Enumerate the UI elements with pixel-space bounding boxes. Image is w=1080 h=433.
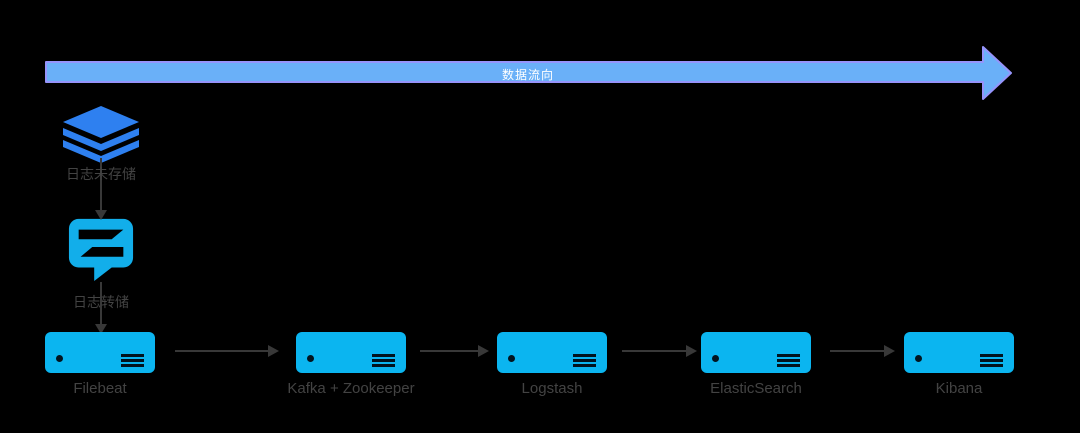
server-icon bbox=[45, 332, 155, 373]
log-dump-label: 日志转储 bbox=[73, 294, 129, 310]
right-arrow-connector bbox=[830, 345, 895, 357]
arrowhead-down-icon bbox=[95, 324, 107, 334]
pipeline-node-kafka-zookeeper: Kafka + Zookeeper bbox=[287, 332, 415, 397]
arrowhead-right-icon bbox=[884, 345, 895, 357]
power-dot-icon bbox=[712, 355, 719, 362]
chat-bubble-icon bbox=[68, 218, 134, 282]
power-dot-icon bbox=[307, 355, 314, 362]
flow-banner-label: 数据流向 bbox=[501, 68, 554, 82]
right-arrow-connector bbox=[420, 345, 489, 357]
vent-line-icon bbox=[372, 354, 395, 357]
server-icon bbox=[296, 332, 406, 373]
pipeline-node-filebeat: Filebeat bbox=[45, 332, 155, 397]
vent-line-icon bbox=[372, 364, 395, 367]
arrowhead-right-icon bbox=[478, 345, 489, 357]
pipeline-node-elasticsearch: ElasticSearch bbox=[701, 332, 811, 397]
vent-line-icon bbox=[777, 354, 800, 357]
power-dot-icon bbox=[915, 355, 922, 362]
server-icon bbox=[701, 332, 811, 373]
pipeline-node-logstash: Logstash bbox=[497, 332, 607, 397]
vent-line-icon bbox=[573, 354, 596, 357]
arrowhead-right-icon bbox=[686, 345, 697, 357]
server-icon bbox=[904, 332, 1014, 373]
down-arrow-connector bbox=[95, 282, 107, 334]
vent-line-icon bbox=[372, 359, 395, 362]
vent-line-icon bbox=[777, 364, 800, 367]
vent-line-icon bbox=[980, 364, 1003, 367]
node-label: ElasticSearch bbox=[710, 380, 802, 397]
vent-line-icon bbox=[573, 364, 596, 367]
data-flow-banner: 数据流向 bbox=[45, 45, 1015, 103]
layers-icon bbox=[63, 106, 139, 163]
vent-line-icon bbox=[121, 354, 144, 357]
vent-line-icon bbox=[980, 354, 1003, 357]
flow-arrow-shape bbox=[45, 46, 1012, 100]
power-dot-icon bbox=[508, 355, 515, 362]
node-label: Filebeat bbox=[73, 380, 127, 397]
vent-line-icon bbox=[777, 359, 800, 362]
vent-line-icon bbox=[121, 359, 144, 362]
server-icon bbox=[497, 332, 607, 373]
right-arrow-connector bbox=[175, 345, 279, 357]
vent-line-icon bbox=[980, 359, 1003, 362]
power-dot-icon bbox=[56, 355, 63, 362]
arrowhead-right-icon bbox=[268, 345, 279, 357]
down-arrow-connector bbox=[95, 158, 107, 220]
right-arrow-connector bbox=[622, 345, 697, 357]
pipeline-node-kibana: Kibana bbox=[904, 332, 1014, 397]
node-label: Logstash bbox=[521, 380, 583, 397]
vent-line-icon bbox=[573, 359, 596, 362]
arrowhead-down-icon bbox=[95, 210, 107, 220]
log-storage-label: 日志未存储 bbox=[66, 166, 136, 182]
vent-line-icon bbox=[121, 364, 144, 367]
node-label: Kafka + Zookeeper bbox=[287, 380, 415, 397]
node-label: Kibana bbox=[935, 380, 983, 397]
